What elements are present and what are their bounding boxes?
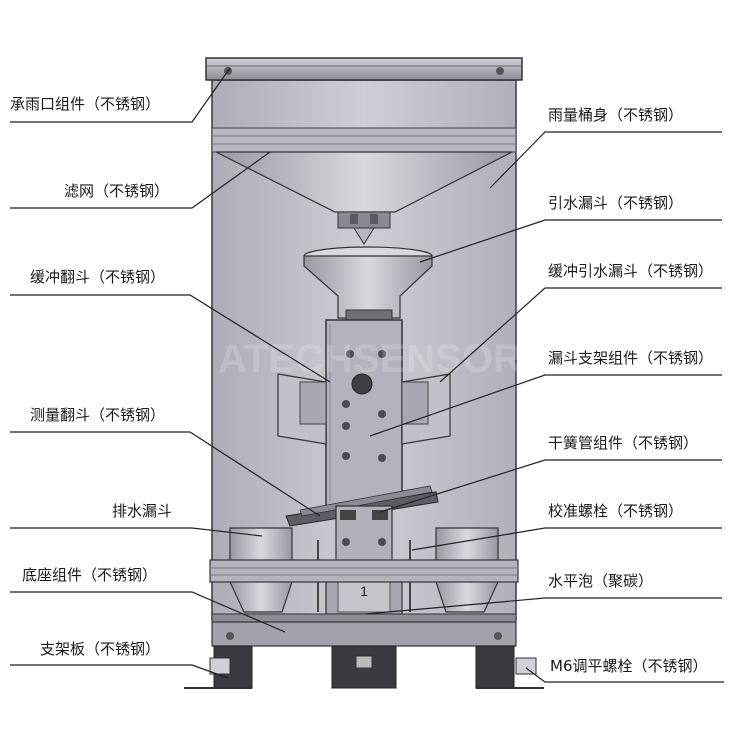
leader-reed-switch [379,459,722,513]
cone-nozzle [337,211,391,229]
leg-right [475,645,515,689]
label-support-plate: 支架板（不锈钢） [40,640,161,658]
leader-base-assembly [10,591,286,633]
label-filter-mesh: 滤网（不锈钢） [64,182,170,200]
mid-band [209,559,519,583]
label-gauge-body: 雨量桶身（不锈钢） [548,106,684,124]
label-base-assembly: 底座组件（不锈钢） [22,566,158,584]
leader-leveling-bolt [525,667,724,683]
label-leveling-bolt: M6调平螺栓（不锈钢） [550,657,708,675]
label-drain-funnel: 排水漏斗 [112,502,173,520]
base-ring [211,621,517,647]
leader-calibration-bolt [411,527,722,551]
leader-buffer-bucket [10,294,331,383]
funnel-bracket-plate [325,319,403,507]
label-buffer-tipping-bucket: 缓冲翻斗（不锈钢） [30,268,166,286]
bucket-digit: 1 [360,583,368,599]
leader-gauge-body [489,131,722,189]
rain-collector-rim [205,57,523,81]
label-reed-switch: 干簧管组件（不锈钢） [548,434,699,452]
label-buffer-guide-funnel: 缓冲引水漏斗（不锈钢） [548,262,714,280]
leader-lines [10,67,724,683]
leveling-bolt-left [209,657,231,675]
leader-measuring-bucket [10,431,321,517]
collector-band [211,127,517,153]
collector-cone [215,151,513,213]
label-guide-funnel: 引水漏斗（不锈钢） [548,194,684,212]
leveling-bolt-right [515,657,537,675]
leader-filter-mesh [10,151,271,209]
leader-rain-collector [10,67,231,123]
label-rain-collector: 承雨口组件（不锈钢） [10,95,161,113]
guide-funnel-body [303,255,433,319]
label-funnel-bracket: 漏斗支架组件（不锈钢） [548,349,714,367]
leader-bubble-level [365,597,722,615]
leader-support-plate [10,664,229,679]
rim-screw-right [496,67,504,75]
watermark: ATECHSENSOR [218,337,522,381]
label-measuring-tipping-bucket: 测量翻斗（不锈钢） [30,406,166,424]
leader-funnel-bracket [369,374,722,437]
label-calibration-bolt: 校准螺栓（不锈钢） [548,502,684,520]
leader-guide-funnel [419,219,722,263]
leader-buffer-guide-funnel [439,287,722,383]
leader-drain-funnel [10,527,263,537]
label-bubble-level: 水平泡（聚碳） [548,572,654,590]
